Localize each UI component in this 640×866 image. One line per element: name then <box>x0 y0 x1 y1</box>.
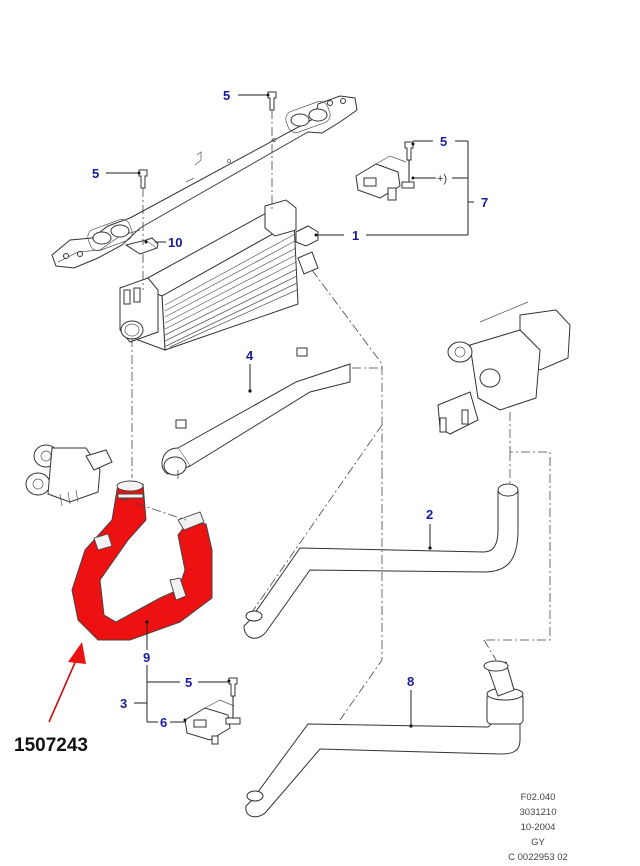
bracket <box>124 237 159 255</box>
bolt-top <box>266 91 277 111</box>
hose-2 <box>243 483 519 639</box>
sensor-top <box>355 141 415 201</box>
intercooler <box>119 199 319 351</box>
callout-bolt-top: 5 <box>223 88 230 103</box>
sensor-lower <box>183 677 241 745</box>
ref-line-2: 3031210 <box>520 807 557 818</box>
reference-block: F02.040 3031210 10-2004 GY C 0022953 02 <box>508 792 568 863</box>
ref-line-5: C 0022953 02 <box>508 852 568 863</box>
callout-bracket: 10 <box>168 235 182 250</box>
callout-hose-9: 9 <box>143 650 150 665</box>
assembly-lines <box>119 110 551 721</box>
part-number-arrow <box>48 642 86 723</box>
highlighted-hose-9 <box>71 480 213 641</box>
leader-lines <box>106 94 474 728</box>
ref-line-1: F02.040 <box>521 792 556 803</box>
callout-bolt-left: 5 <box>92 166 99 181</box>
hose-8 <box>245 660 524 818</box>
callout-intercooler: 1 <box>352 228 359 243</box>
valve-assembly <box>437 301 571 435</box>
callout-pipe-4: 4 <box>246 348 254 363</box>
callout-bolt-lower: 5 <box>185 675 192 690</box>
callout-hose-8: 8 <box>407 674 414 689</box>
callout-group-3: 3 <box>120 696 127 711</box>
highlighted-part-number: 1507243 <box>14 735 88 756</box>
bolt-left <box>137 169 148 189</box>
pipe-4 <box>161 347 351 476</box>
sensor-plus-label: +) <box>437 173 447 185</box>
ref-line-4: GY <box>531 837 545 848</box>
ref-line-3: 10-2004 <box>521 822 556 833</box>
mounting-crossmember <box>51 95 358 269</box>
small-valve-left <box>25 444 113 507</box>
callout-hose-2: 2 <box>426 507 433 522</box>
callout-sensor-group: 7 <box>481 195 488 210</box>
callout-sensor-bolt: 5 <box>440 134 447 149</box>
callout-sensor-lower: 6 <box>160 715 167 730</box>
